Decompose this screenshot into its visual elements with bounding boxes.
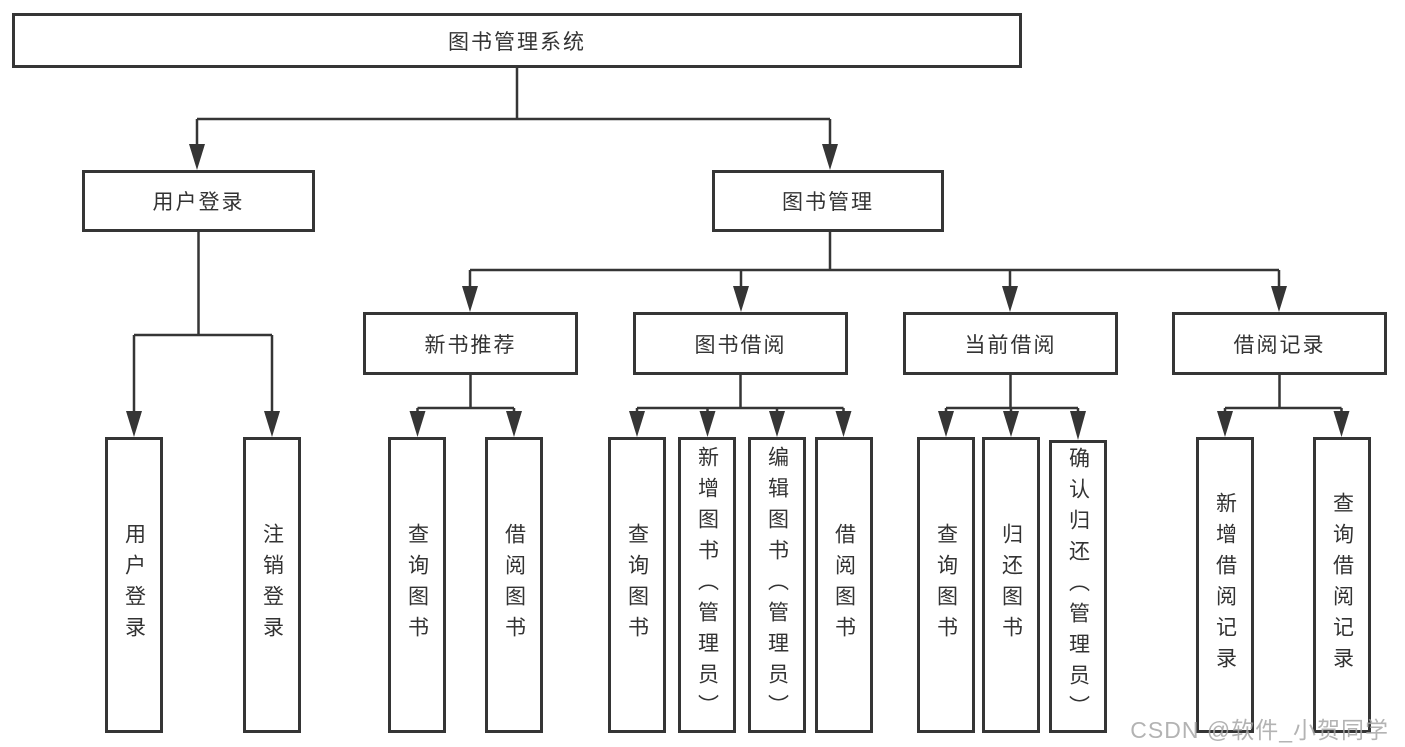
node-label: 新增借阅记录 bbox=[1213, 492, 1237, 678]
arrow-down-icon bbox=[1217, 411, 1233, 437]
node-query-borrow-record: 查询借阅记录 bbox=[1313, 437, 1371, 733]
node-label: 图书借阅 bbox=[694, 333, 787, 357]
arrow-down-icon bbox=[835, 411, 852, 437]
arrow-down-icon bbox=[462, 286, 478, 312]
node-library-management-system: 图书管理系统 bbox=[12, 13, 1022, 68]
node-query-books-recommend: 查询图书 bbox=[388, 437, 446, 733]
arrow-down-icon bbox=[189, 144, 205, 170]
node-label: 新书推荐 bbox=[424, 333, 517, 357]
connector-newbook-to-children bbox=[416, 375, 516, 415]
node-current-borrowing: 当前借阅 bbox=[903, 312, 1118, 375]
connector-currentborrow-to-children bbox=[944, 375, 1080, 415]
node-label: 查询图书 bbox=[405, 523, 429, 647]
arrow-down-icon bbox=[629, 411, 645, 437]
node-borrow-books-borrowing: 借阅图书 bbox=[815, 437, 873, 733]
node-label: 借阅图书 bbox=[832, 523, 856, 647]
arrow-down-icon bbox=[822, 144, 838, 170]
node-borrowing-records: 借阅记录 bbox=[1172, 312, 1387, 375]
node-label: 查询借阅记录 bbox=[1330, 492, 1354, 678]
node-label: 当前借阅 bbox=[964, 333, 1057, 357]
connector-lines bbox=[132, 68, 1343, 415]
node-new-book-recommendation: 新书推荐 bbox=[363, 312, 578, 375]
node-return-books: 归还图书 bbox=[982, 437, 1040, 733]
node-label: 注销登录 bbox=[260, 523, 284, 647]
connector-records-to-children bbox=[1223, 375, 1343, 415]
node-label: 归还图书 bbox=[999, 523, 1023, 647]
node-label: 借阅图书 bbox=[502, 523, 526, 647]
node-user-login-leaf: 用户登录 bbox=[105, 437, 163, 733]
node-label: 借阅记录 bbox=[1233, 333, 1326, 357]
arrowhead-icons bbox=[126, 144, 1350, 440]
arrow-down-icon bbox=[769, 411, 785, 437]
arrow-down-icon bbox=[1271, 286, 1287, 312]
arrow-down-icon bbox=[1003, 411, 1019, 437]
node-add-book-admin: 新增图书（管理员） bbox=[678, 437, 736, 733]
node-edit-book-admin: 编辑图书（管理员） bbox=[748, 437, 806, 733]
node-label: 编辑图书（管理员） bbox=[765, 445, 789, 725]
node-label: 确认归还（管理员） bbox=[1066, 447, 1090, 726]
node-confirm-return-admin: 确认归还（管理员） bbox=[1049, 440, 1107, 733]
node-book-borrowing: 图书借阅 bbox=[633, 312, 848, 375]
node-label: 新增图书（管理员） bbox=[695, 445, 719, 725]
watermark: CSDN @软件_小贺同学 bbox=[1130, 717, 1389, 743]
node-label: 查询图书 bbox=[625, 523, 649, 647]
node-label: 用户登录 bbox=[152, 191, 245, 214]
arrow-down-icon bbox=[1070, 411, 1086, 440]
arrow-down-icon bbox=[506, 411, 522, 437]
node-label: 图书管理 bbox=[782, 191, 874, 214]
arrow-down-icon bbox=[938, 411, 954, 437]
arrow-down-icon bbox=[733, 286, 749, 312]
arrow-down-icon bbox=[126, 411, 142, 437]
connector-bookborrow-to-children bbox=[635, 375, 845, 415]
node-logout-leaf: 注销登录 bbox=[243, 437, 301, 733]
node-add-borrow-record: 新增借阅记录 bbox=[1196, 437, 1254, 733]
node-book-management: 图书管理 bbox=[712, 170, 944, 232]
node-user-login: 用户登录 bbox=[82, 170, 315, 232]
node-borrow-books-recommend: 借阅图书 bbox=[485, 437, 543, 733]
arrow-down-icon bbox=[699, 411, 716, 437]
arrow-down-icon bbox=[1333, 411, 1350, 437]
arrow-down-icon bbox=[264, 411, 280, 437]
node-query-books-current: 查询图书 bbox=[917, 437, 975, 733]
connector-userlogin-to-children bbox=[132, 232, 274, 415]
node-label: 用户登录 bbox=[122, 523, 146, 647]
arrow-down-icon bbox=[1002, 286, 1018, 312]
node-query-books-borrowing: 查询图书 bbox=[608, 437, 666, 733]
connector-root-to-level2 bbox=[195, 68, 832, 148]
arrow-down-icon bbox=[409, 411, 426, 437]
node-label: 图书管理系统 bbox=[448, 30, 586, 54]
connector-bookmgmt-to-level3 bbox=[468, 232, 1281, 290]
node-label: 查询图书 bbox=[934, 523, 958, 647]
